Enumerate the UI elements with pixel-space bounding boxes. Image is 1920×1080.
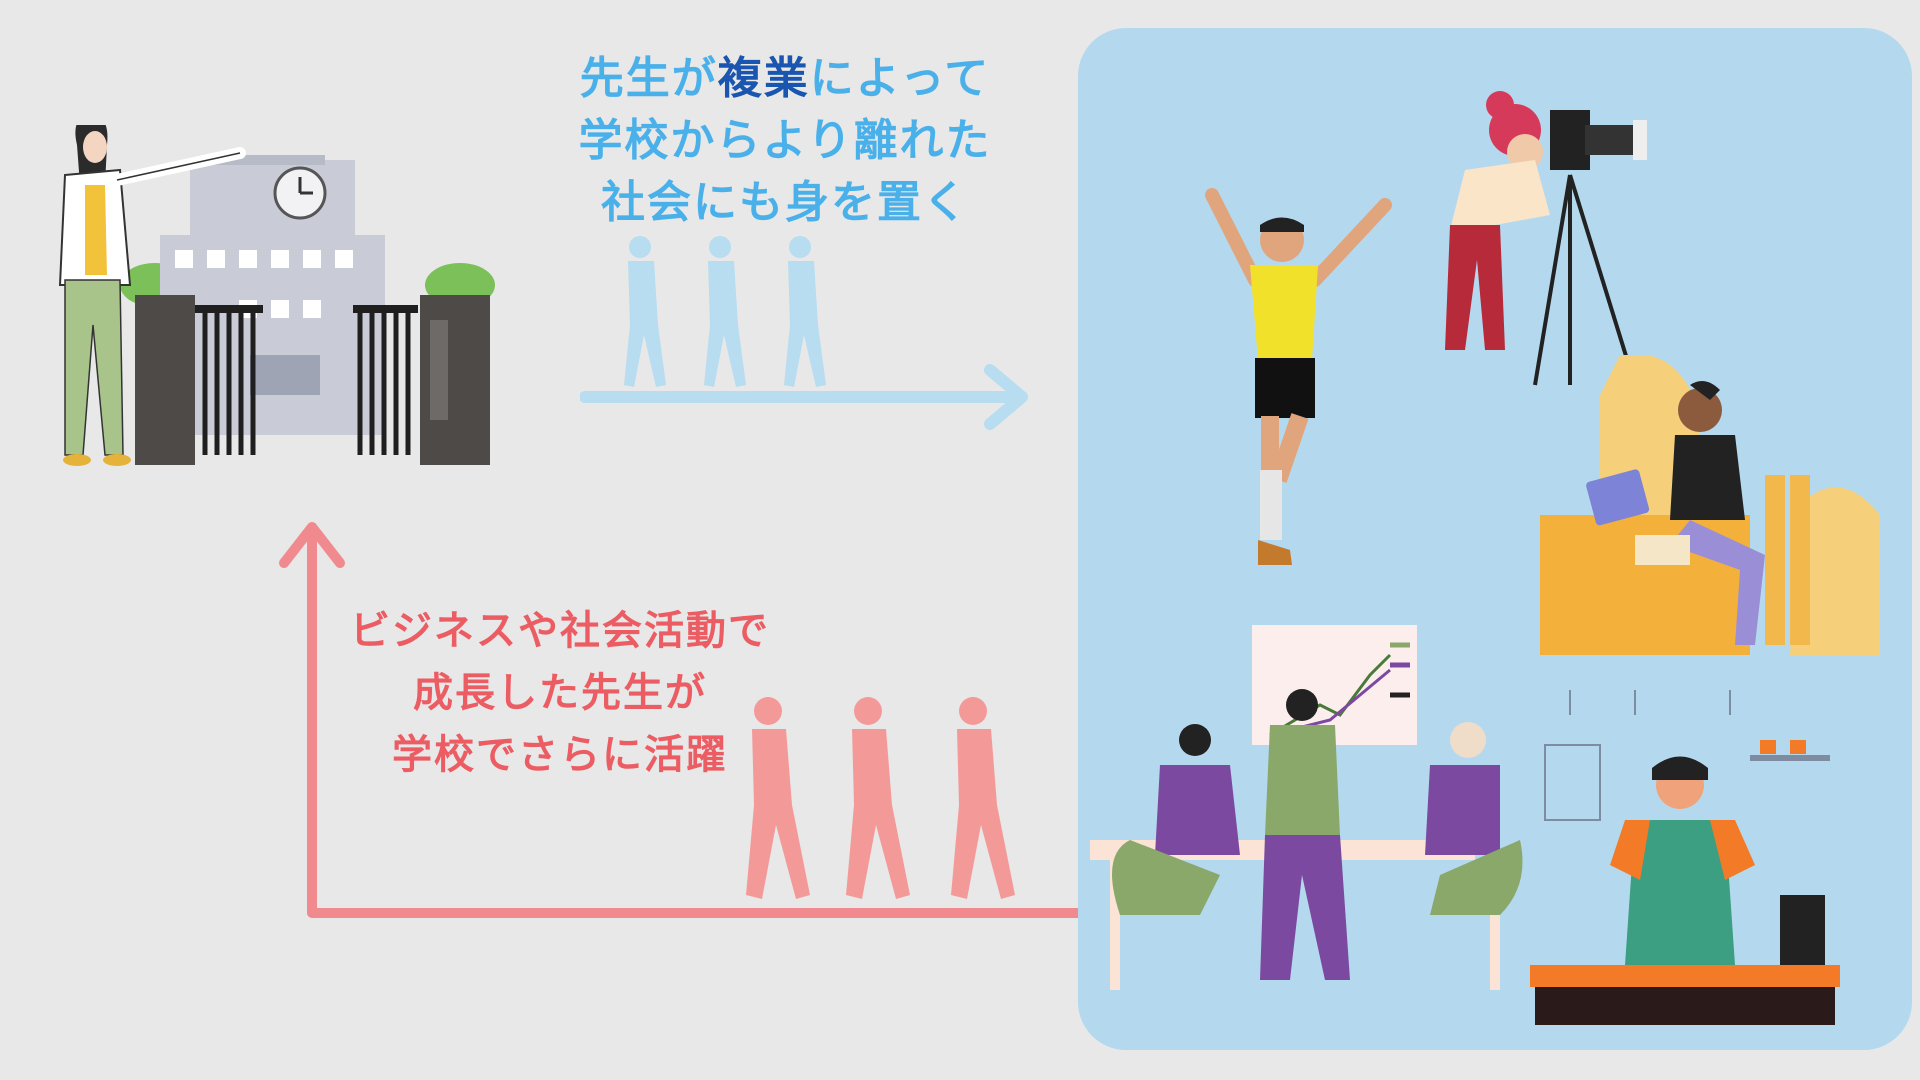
barista-icon [1530,690,1840,1025]
bottom-message-line2: 成長した先生が [413,670,707,716]
walking-person-icon [746,697,1015,899]
top-message-line1: 先生が複業によって [520,48,1050,110]
walking-person-icon [624,236,826,387]
bottom-message-line3: 学校でさらに活躍 [392,732,728,778]
school-building-icon [160,155,385,435]
top-message-line2: 学校からより離れた [578,115,992,166]
teacher-pointing-icon [58,125,246,466]
top-message-line1-c: によって [809,53,991,104]
outgoing-arrow [580,364,1028,430]
top-message-line1-a: 先生が [579,53,718,104]
business-meeting-icon [1090,625,1523,990]
return-arrow [279,522,1078,918]
school-scene [58,125,495,466]
laptop-worker-icon [1540,355,1880,655]
top-message-emphasis: 複業 [717,53,810,104]
top-message: 先生が複業によって 学校からより離れた 社会にも身を置く [520,48,1050,234]
referee-icon [1205,188,1392,565]
returning-walkers [746,697,1015,899]
bottom-message-line1: ビジネスや社会活動で [350,608,770,654]
top-message-line3: 社会にも身を置く [601,177,969,228]
camera-operator-icon [1445,91,1647,386]
bottom-message: ビジネスや社会活動で 成長した先生が 学校でさらに活躍 [330,600,790,786]
outgoing-walkers [624,236,826,387]
gate-icon [135,295,490,465]
